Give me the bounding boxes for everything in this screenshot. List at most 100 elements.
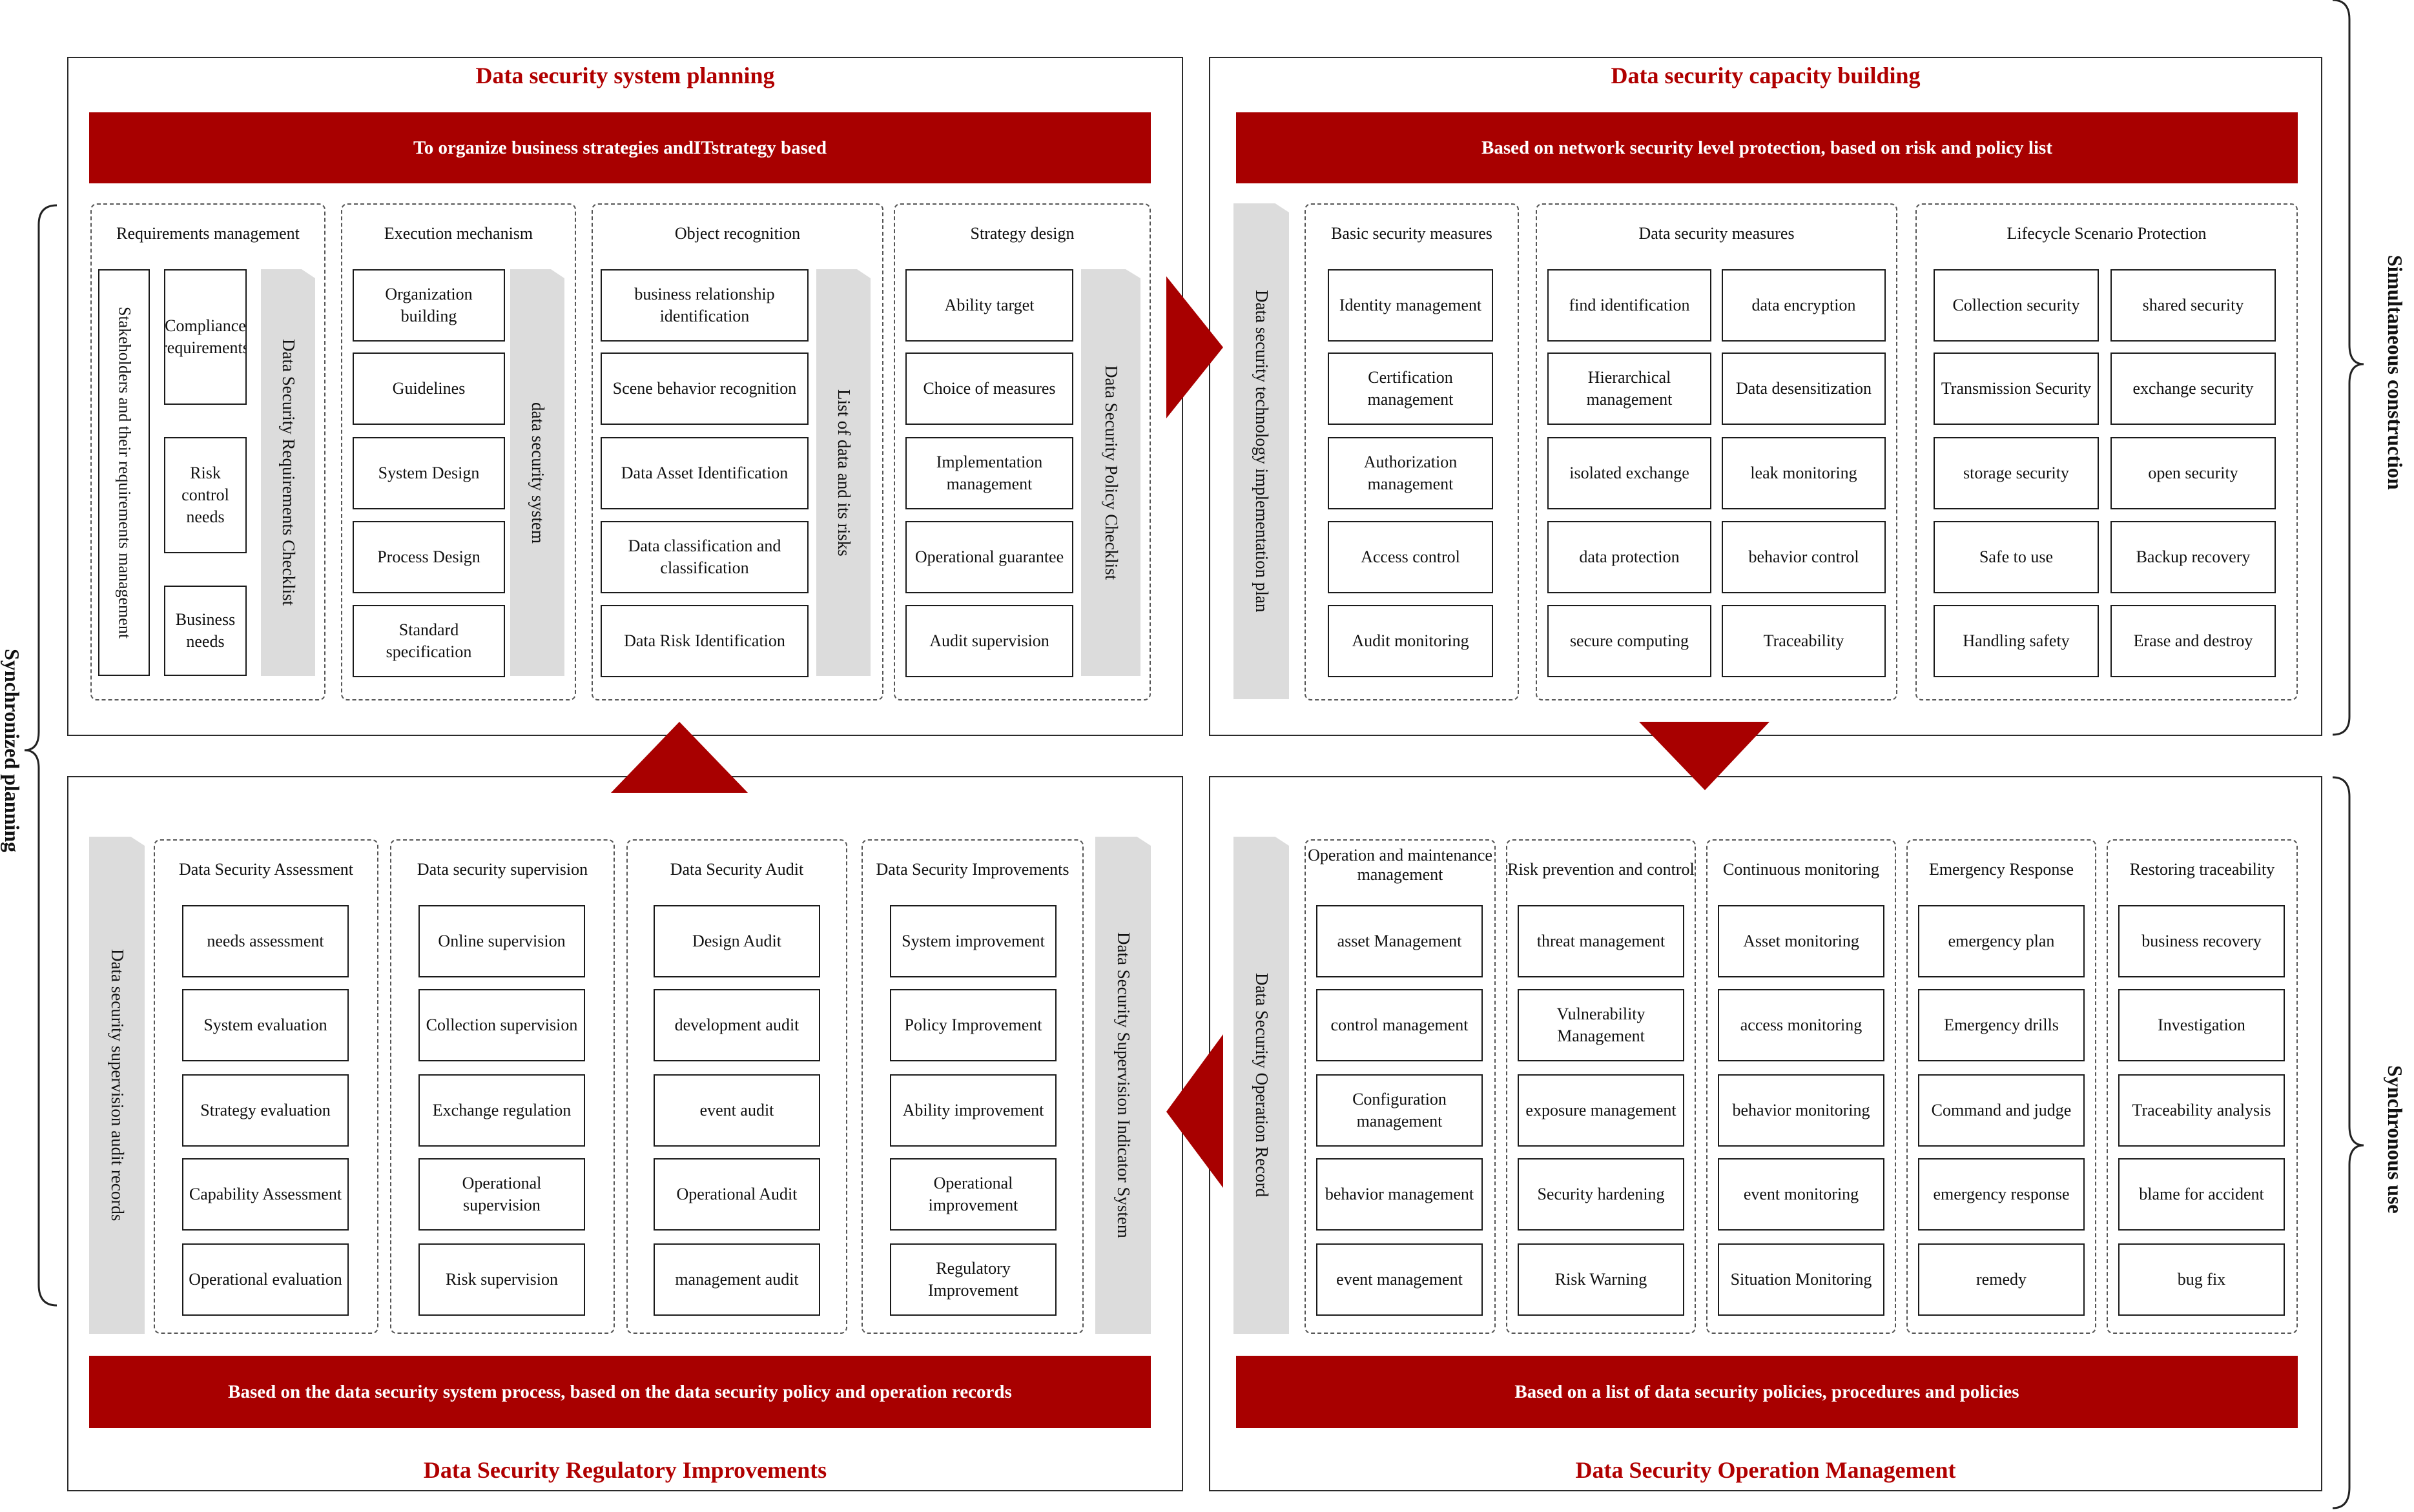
side-supervision-audit-records: Data security supervision audit records (89, 837, 145, 1334)
box-op-access-monitoring: access monitoring (1718, 989, 1884, 1061)
side-supervision-indicator-system: Data Security Supervision Indicator Syst… (1095, 837, 1151, 1334)
box-execution-standard-specification: Standard specification (353, 605, 505, 677)
box-reg-policy-improvement: Policy Improvement (890, 989, 1057, 1061)
box-reg-operational-evaluation: Operational evaluation (182, 1243, 349, 1316)
box-reg-event-audit: event audit (654, 1074, 820, 1147)
box-basic-certification-management: Certification management (1328, 352, 1493, 425)
box-op-configuration-management: Configuration management (1316, 1074, 1483, 1147)
box-basic-authorization-management: Authorization management (1328, 437, 1493, 509)
side-supervision-audit-records-label: Data security supervision audit records (107, 949, 127, 1221)
box-dm-data-encryption: data encryption (1722, 269, 1886, 342)
box-object-data-classification-and-classification: Data classification and classification (601, 521, 809, 593)
group-restoring-traceability: Restoring traceability (2107, 839, 2298, 1334)
group-data-security-improvements-title: Data Security Improvements (876, 860, 1069, 879)
box-dm-data-protection: data protection (1547, 521, 1711, 593)
side-supervision-indicator-system-label: Data Security Supervision Indicator Syst… (1113, 932, 1133, 1238)
box-execution-system-design: System Design (353, 437, 505, 509)
group-risk-prevention-and-control-title: Risk prevention and control (1507, 860, 1695, 879)
box-op-security-hardening: Security hardening (1518, 1158, 1684, 1231)
box-stakeholders: Stakeholders and their requirements mana… (98, 269, 150, 676)
box-op-vulnerability-management: Vulnerability Management (1518, 989, 1684, 1061)
side-technology-plan-label: Data security technology implementation … (1252, 290, 1272, 613)
box-dm-hierarchical-management: Hierarchical management (1547, 352, 1711, 425)
group-lifecycle: Lifecycle Scenario Protection (1915, 203, 2298, 700)
box-lc-transmission-security: Transmission Security (1934, 352, 2099, 425)
box-op-behavior-management: behavior management (1316, 1158, 1483, 1231)
box-dm-leak-monitoring: leak monitoring (1722, 437, 1886, 509)
arrow-right-icon (1166, 276, 1223, 418)
box-dm-secure-computing: secure computing (1547, 605, 1711, 677)
box-reg-regulatory-improvement: Regulatory Improvement (890, 1243, 1057, 1316)
box-op-traceability-analysis: Traceability analysis (2118, 1074, 2285, 1147)
box-reg-online-supervision: Online supervision (418, 905, 585, 977)
box-op-exposure-management: exposure management (1518, 1074, 1684, 1147)
box-reg-management-audit: management audit (654, 1243, 820, 1316)
side-data-security-system-label: data security system (528, 402, 548, 544)
group-object-recognition-title: Object recognition (674, 224, 801, 243)
side-label-simultaneous-construction: Simultaneous construction (2384, 255, 2407, 490)
box-execution-process-design: Process Design (353, 521, 505, 593)
box-reg-risk-supervision: Risk supervision (418, 1243, 585, 1316)
box-lc-backup-recovery: Backup recovery (2110, 521, 2276, 593)
box-op-emergency-response: emergency response (1918, 1158, 2085, 1231)
group-continuous-monitoring-title: Continuous monitoring (1723, 860, 1879, 879)
side-list-of-data-label: List of data and its risks (834, 389, 854, 557)
arrow-left-icon (1166, 1034, 1223, 1188)
regulatory-banner: Based on the data security system proces… (89, 1356, 1151, 1428)
group-execution-title: Execution mechanism (384, 224, 533, 243)
side-policy-checklist: Data Security Policy Checklist (1081, 269, 1140, 676)
box-lc-shared-security: shared security (2110, 269, 2276, 342)
group-restoring-traceability-title: Restoring traceability (2129, 860, 2275, 879)
box-lc-erase-and-destroy: Erase and destroy (2110, 605, 2276, 677)
box-op-control-management: control management (1316, 989, 1483, 1061)
box-lc-collection-security: Collection security (1934, 269, 2099, 342)
box-business-needs: Business needs (164, 586, 247, 676)
group-data-security-assessment: Data Security Assessment (154, 839, 378, 1334)
group-data-measures: Data security measures (1536, 203, 1897, 700)
box-op-event-management: event management (1316, 1243, 1483, 1316)
box-op-blame-for-accident: blame for accident (2118, 1158, 2285, 1231)
box-reg-capability-assessment: Capability Assessment (182, 1158, 349, 1231)
side-operation-record-label: Data Security Operation Record (1252, 973, 1272, 1198)
box-op-asset-monitoring: Asset monitoring (1718, 905, 1884, 977)
box-dm-find-identification: find identification (1547, 269, 1711, 342)
box-lc-handling-safety: Handling safety (1934, 605, 2099, 677)
group-data-security-improvements: Data Security Improvements (861, 839, 1084, 1334)
box-reg-needs-assessment: needs assessment (182, 905, 349, 977)
arrow-down-icon (1639, 722, 1769, 790)
group-basic-measures-title: Basic security measures (1331, 224, 1492, 243)
box-dm-traceability: Traceability (1722, 605, 1886, 677)
box-reg-operational-supervision: Operational supervision (418, 1158, 585, 1231)
group-continuous-monitoring: Continuous monitoring (1706, 839, 1896, 1334)
box-op-behavior-monitoring: behavior monitoring (1718, 1074, 1884, 1147)
box-reg-system-improvement: System improvement (890, 905, 1057, 977)
checklist-requirements-label: Data Security Requirements Checklist (278, 339, 298, 606)
operation-title: Data Security Operation Management (1575, 1457, 1956, 1483)
group-strategy-design-title: Strategy design (970, 224, 1075, 243)
box-lc-exchange-security: exchange security (2110, 352, 2276, 425)
box-lc-storage-security: storage security (1934, 437, 2099, 509)
group-data-security-audit: Data Security Audit (626, 839, 847, 1334)
bracket-left-icon (24, 204, 57, 1307)
side-technology-plan: Data security technology implementation … (1233, 203, 1289, 699)
box-op-business-recovery: business recovery (2118, 905, 2285, 977)
bracket-right-top-icon (2332, 0, 2364, 736)
box-basic-access-control: Access control (1328, 521, 1493, 593)
capacity-title: Data security capacity building (1611, 63, 1921, 88)
box-reg-design-audit: Design Audit (654, 905, 820, 977)
box-op-investigation: Investigation (2118, 989, 2285, 1061)
group-lifecycle-title: Lifecycle Scenario Protection (2007, 224, 2207, 243)
box-strategy-audit-supervision: Audit supervision (905, 605, 1073, 677)
box-reg-operational-audit: Operational Audit (654, 1158, 820, 1231)
group-data-security-supervision-title: Data security supervision (417, 860, 588, 879)
box-reg-exchange-regulation: Exchange regulation (418, 1074, 585, 1147)
box-reg-collection-supervision: Collection supervision (418, 989, 585, 1061)
box-op-command-and-judge: Command and judge (1918, 1074, 2085, 1147)
group-emergency-response: Emergency Response (1906, 839, 2096, 1334)
bracket-right-bottom-icon (2332, 776, 2364, 1509)
box-reg-system-evaluation: System evaluation (182, 989, 349, 1061)
box-lc-safe-to-use: Safe to use (1934, 521, 2099, 593)
box-stakeholders-label: Stakeholders and their requirements mana… (115, 306, 134, 639)
box-strategy-implementation-management: Implementation management (905, 437, 1073, 509)
